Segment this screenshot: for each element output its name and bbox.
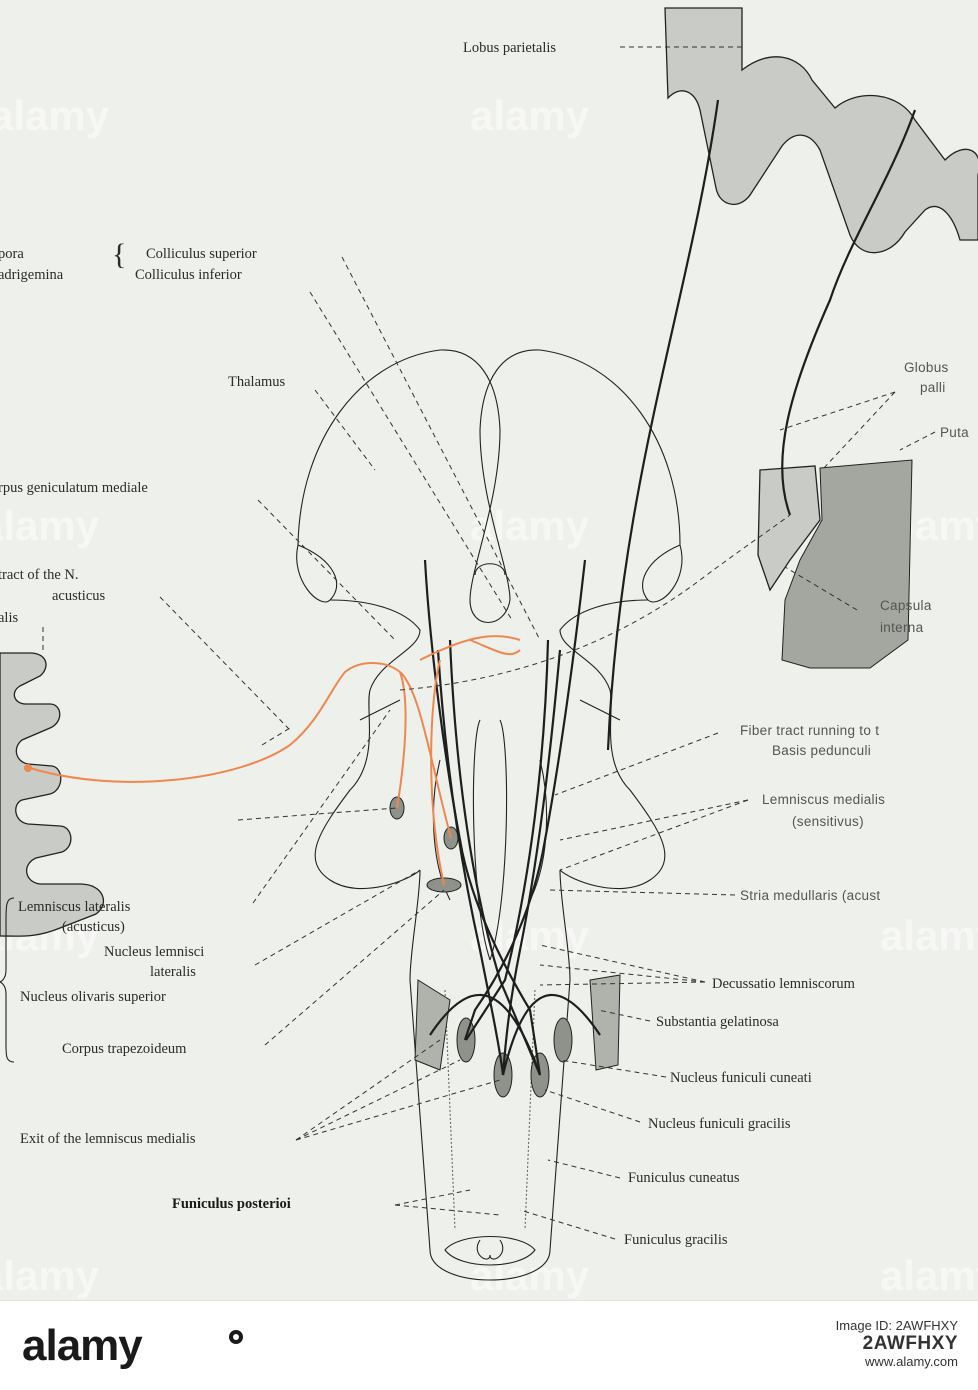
- label-funiculus-gracilis: Funiculus gracilis: [624, 1232, 728, 1248]
- label-puta: Puta: [940, 425, 969, 440]
- auditory-pathway: [24, 635, 521, 886]
- watermark-text: alamy: [880, 1252, 978, 1299]
- label-lemniscus-medialis-2: (sensitivus): [792, 814, 864, 829]
- label-decussatio: Decussatio lemniscorum: [712, 976, 856, 992]
- label-lemniscus-medialis-1: Lemniscus medialis: [762, 792, 885, 807]
- watermark-text: alamy: [0, 502, 100, 549]
- alamy-logo[interactable]: alamy: [22, 1321, 143, 1370]
- label-exit-lemniscus: Exit of the lemniscus medialis: [20, 1131, 196, 1147]
- label-fiber-tract-1: Fiber tract running to t: [740, 723, 879, 738]
- brainstem-pathway-diagram: alamy alamy alamy alamy alamy alamy alam…: [0, 7, 978, 1299]
- label-corpus-trapezoideum: Corpus trapezoideum: [62, 1041, 187, 1057]
- brainstem-outline: [314, 599, 666, 1251]
- substantia-gelatinosa-left: [414, 979, 451, 1071]
- label-fiber-tract-2: Basis pedunculi: [772, 743, 871, 758]
- watermark-text: alamy: [880, 912, 978, 959]
- putamen: [781, 459, 913, 669]
- auditory-cortex-dot: [24, 764, 32, 772]
- site-url[interactable]: www.alamy.com: [865, 1354, 958, 1369]
- label-nucleus-olivaris: Nucleus olivaris superior: [20, 989, 166, 1005]
- label-quadrigemina: adrigemina: [0, 267, 64, 283]
- label-capsula: Capsula: [880, 598, 932, 613]
- label-funiculus-cuneatus: Funiculus cuneatus: [628, 1170, 740, 1186]
- stock-footer: alamy Image ID: 2AWFHXY 2AWFHXY www.alam…: [0, 1300, 978, 1390]
- bracket-line: [0, 897, 15, 1063]
- globus-pallidus: [757, 465, 821, 592]
- brace-symbol: {: [112, 238, 126, 271]
- nuclei-group: [389, 796, 621, 1098]
- label-nucleus-lemnisci-2: lateralis: [150, 964, 196, 980]
- label-colliculus-superior: Colliculus superior: [146, 246, 257, 262]
- label-lemniscus-lateralis-2: (acusticus): [62, 919, 125, 935]
- label-nucleus-gracilis: Nucleus funiculi gracilis: [648, 1116, 791, 1132]
- alamy-logo-mark-icon: [229, 1330, 243, 1344]
- thalamocortical-projection: [399, 514, 791, 691]
- watermark-layer: alamy alamy alamy alamy alamy alamy alam…: [0, 92, 978, 1299]
- image-id-block: Image ID: 2AWFHXY 2AWFHXY www.alamy.com: [836, 1317, 958, 1371]
- label-tract-n: tract of the N.: [0, 567, 79, 583]
- image-id-label: Image ID: 2AWFHXY: [835, 1318, 958, 1333]
- label-corpora: pora: [0, 246, 24, 262]
- label-alis: alis: [0, 610, 18, 626]
- label-nucleus-lemnisci-1: Nucleus lemnisci: [104, 944, 204, 960]
- temporal-cortex: [0, 652, 105, 937]
- watermark-text: alamy: [470, 502, 590, 549]
- watermark-text: alamy: [470, 92, 590, 139]
- label-interna: interna: [880, 620, 924, 635]
- lemniscus-fibers: [423, 99, 917, 1076]
- watermark-text: alamy: [470, 1252, 590, 1299]
- label-lemniscus-lateralis-1: Lemniscus lateralis: [18, 899, 131, 915]
- leader-lines: [42, 46, 936, 1240]
- label-thalamus: Thalamus: [228, 374, 286, 390]
- label-nucleus-cuneati: Nucleus funiculi cuneati: [670, 1070, 812, 1086]
- label-colliculus-inferior: Colliculus inferior: [135, 267, 242, 283]
- watermark-text: alamy: [0, 1252, 100, 1299]
- label-palli: palli: [920, 380, 946, 395]
- label-lobus-parietalis: Lobus parietalis: [463, 40, 556, 56]
- nucleus-cuneatus-right: [553, 1017, 573, 1063]
- label-geniculatum: rpus geniculatum mediale: [0, 480, 148, 496]
- label-funiculus-posterior: Funiculus posterioi: [172, 1196, 291, 1212]
- label-globus: Globus: [904, 360, 949, 375]
- parietal-cortex: [664, 7, 978, 254]
- spinal-cord-section: [429, 989, 551, 1281]
- image-id-code: 2AWFHXY: [862, 1333, 958, 1354]
- substantia-gelatinosa-right: [589, 974, 621, 1071]
- label-acusticus: acusticus: [52, 588, 106, 604]
- label-substantia-gelatinosa: Substantia gelatinosa: [656, 1014, 779, 1030]
- label-stria: Stria medullaris (acust: [740, 888, 880, 903]
- watermark-text: alamy: [0, 92, 110, 139]
